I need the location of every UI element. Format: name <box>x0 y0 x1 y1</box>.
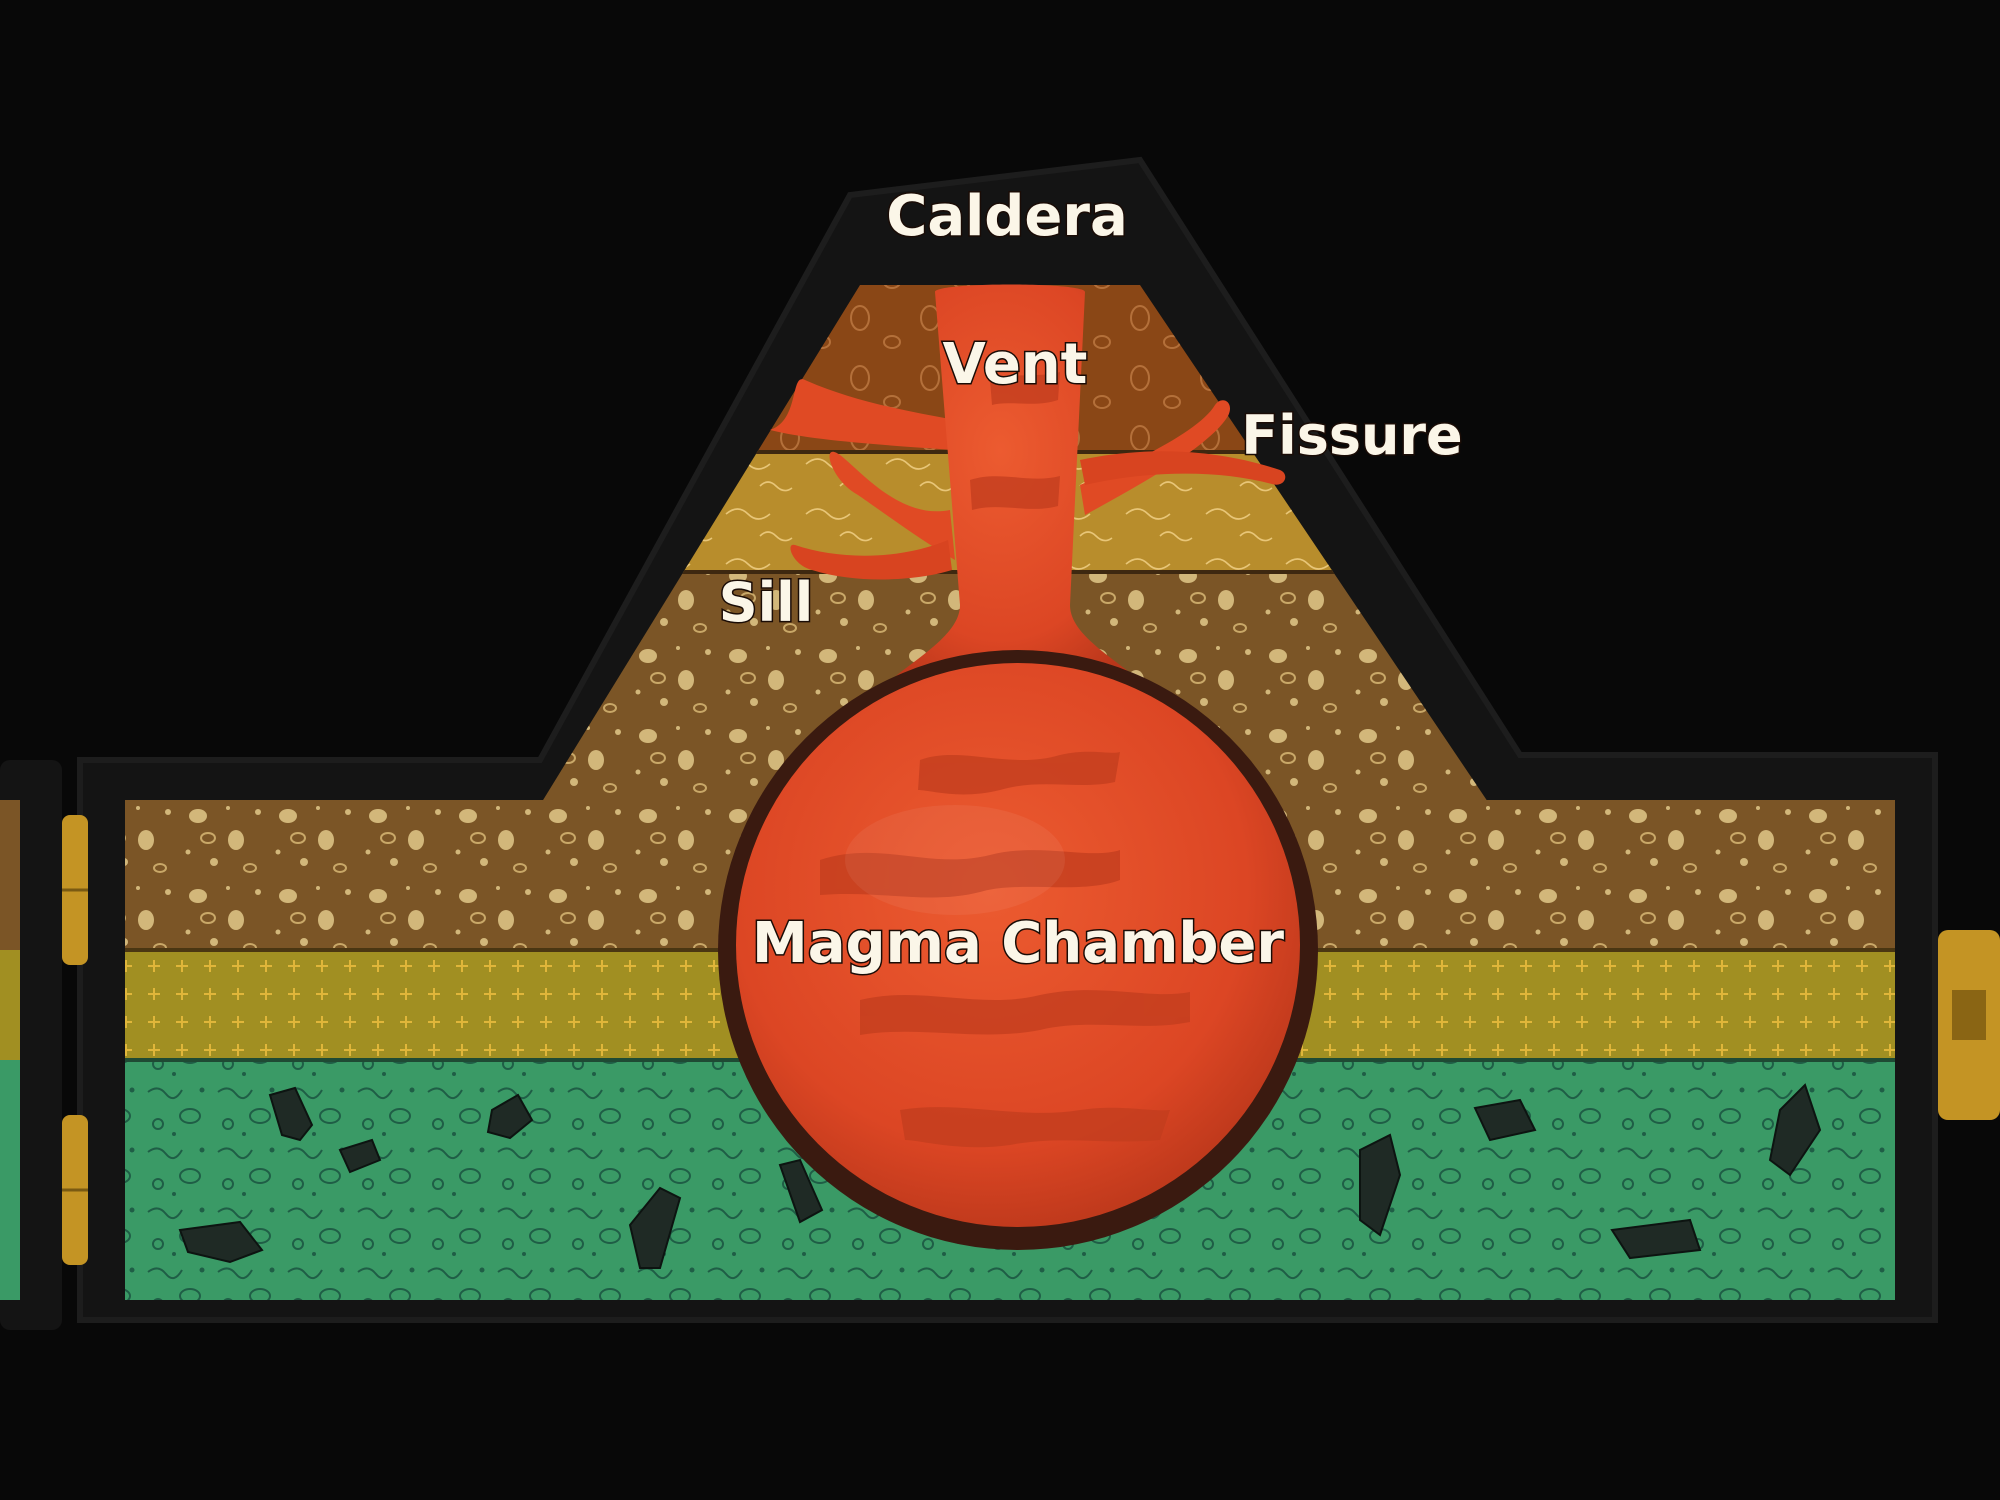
diagram-labels: Caldera Vent Fissure Sill Magma Chamber <box>717 183 1464 978</box>
label-magma-chamber: Magma Chamber <box>752 911 1284 976</box>
clasp-right <box>1938 930 2000 1120</box>
label-caldera: Caldera <box>886 184 1128 249</box>
label-sill: Sill <box>719 571 813 634</box>
magma-system <box>718 284 1318 1250</box>
magma-chamber <box>736 663 1300 1227</box>
label-vent: Vent <box>943 332 1088 397</box>
sill-branch <box>829 451 955 560</box>
hinge-top <box>62 815 88 965</box>
left-partial-panel <box>0 760 62 1330</box>
hinge-bottom <box>62 1115 88 1265</box>
crystals <box>178 1083 1822 1269</box>
label-fissure: Fissure <box>1241 404 1462 467</box>
